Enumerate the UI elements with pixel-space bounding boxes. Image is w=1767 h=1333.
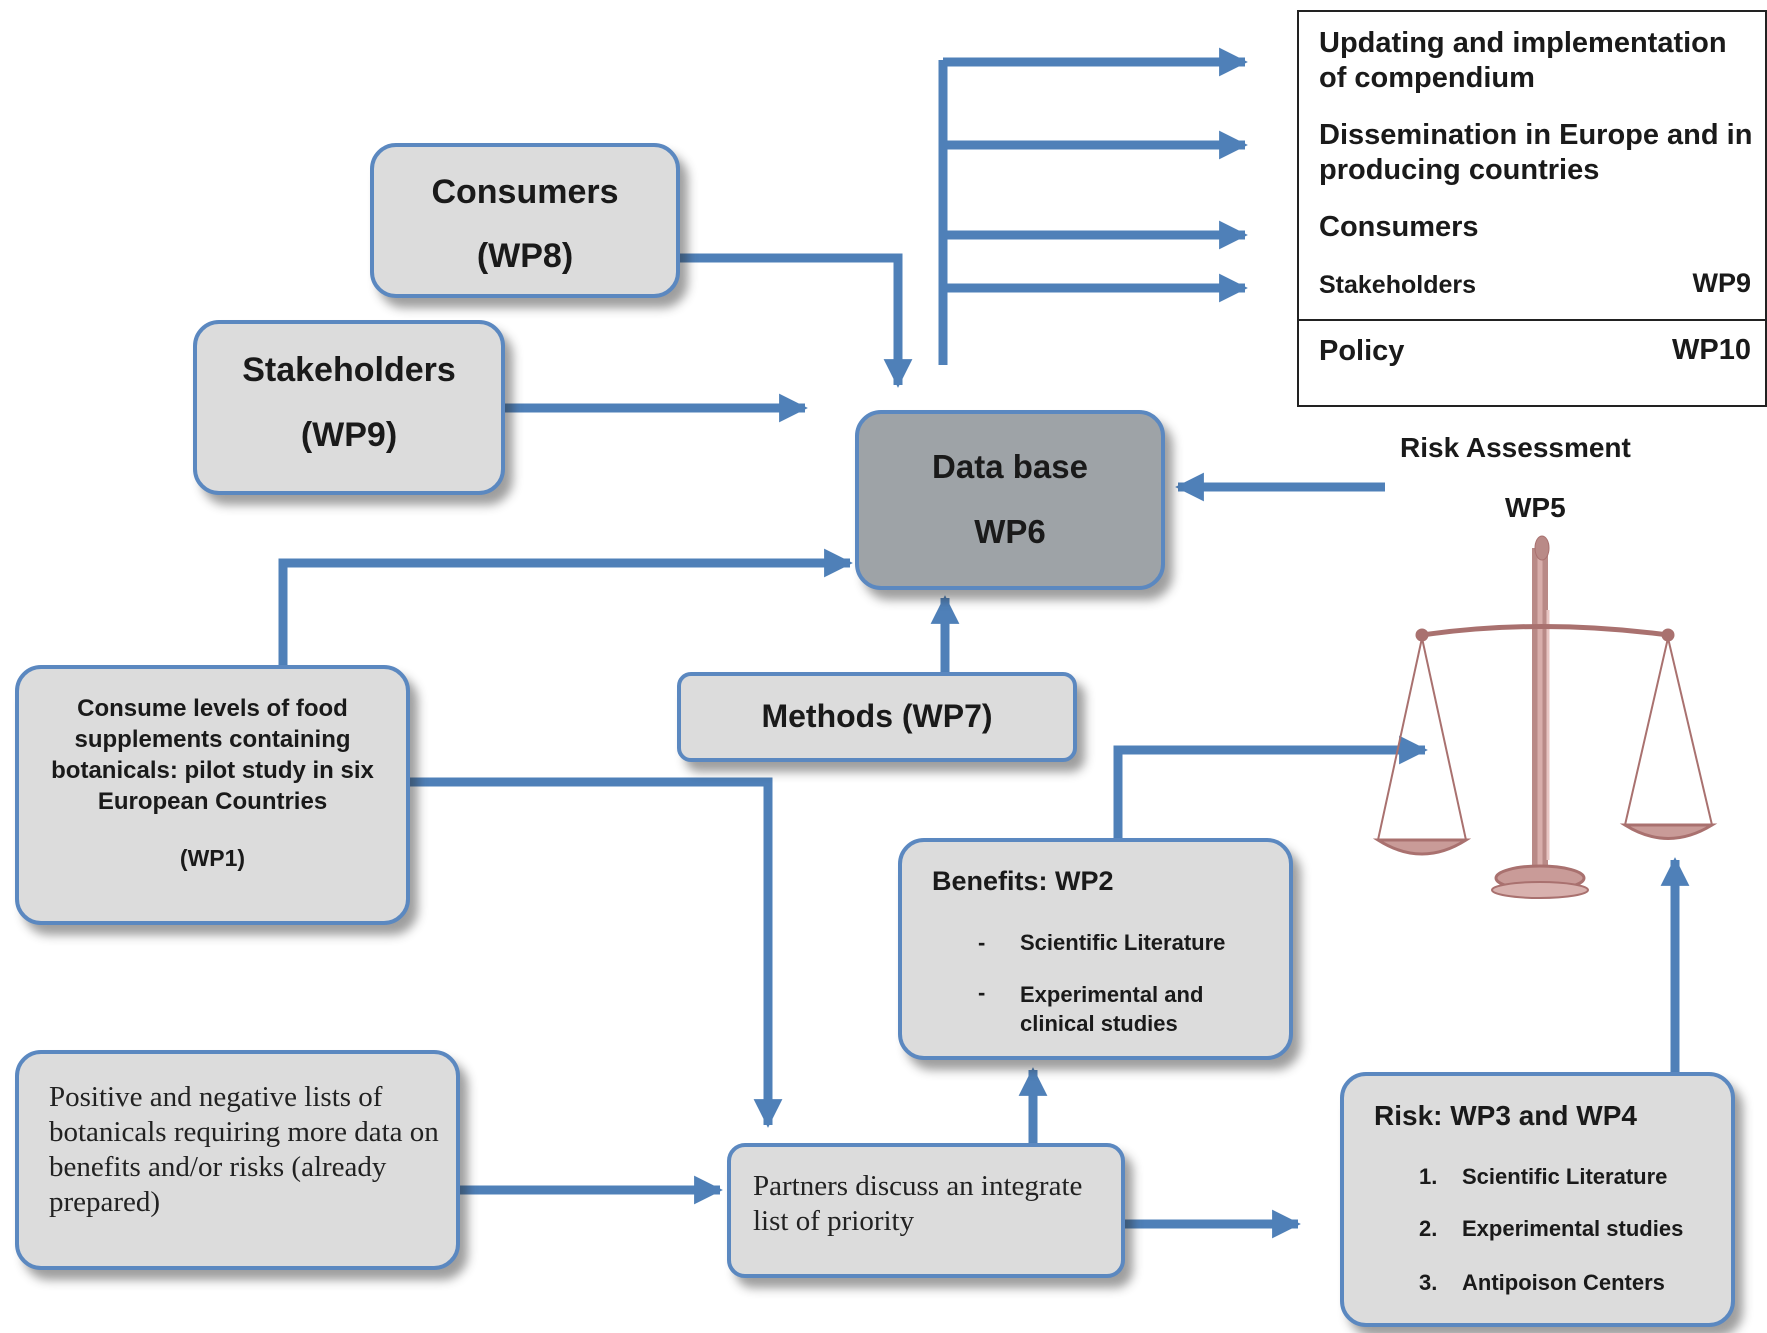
risk-title: Risk: WP3 and WP4 xyxy=(1374,1100,1637,1131)
database-box: Data base WP6 xyxy=(855,410,1165,590)
risk-item-2: Experimental studies xyxy=(1462,1216,1684,1241)
consume-levels-text: Consume levels of food supplements conta… xyxy=(51,695,374,815)
output-policy-wp: WP10 xyxy=(1672,334,1751,366)
benefits-item-1: Scientific Literature xyxy=(1020,930,1226,955)
outputs-panel: Updating and implementation of compendiu… xyxy=(1297,10,1767,407)
consume-levels-wp: (WP1) xyxy=(179,845,246,871)
methods-box: Methods (WP7) xyxy=(677,672,1077,762)
consume-levels-box: Consume levels of food supplements conta… xyxy=(15,665,410,925)
benefits-item-2: Experimental and clinical studies xyxy=(1020,982,1204,1036)
benefits-bullet-1: - xyxy=(978,930,986,955)
stakeholders-box: Stakeholders (WP9) xyxy=(193,320,505,495)
risk-number-1: 1. xyxy=(1419,1164,1438,1189)
output-consumers: Consumers xyxy=(1319,211,1479,243)
consumers-wp: (WP8) xyxy=(476,237,574,275)
stakeholders-wp: (WP9) xyxy=(300,416,398,454)
consumers-box: Consumers (WP8) xyxy=(370,143,680,298)
database-title: Data base xyxy=(932,448,1088,485)
stakeholders-title: Stakeholders xyxy=(242,351,456,389)
output-stakeholders-wp: WP9 xyxy=(1692,268,1751,298)
arrow-benefits-to-scale xyxy=(1113,735,1428,838)
methods-title: Methods (WP7) xyxy=(761,698,993,734)
arrow-wp1-to-db xyxy=(278,548,853,665)
positive-negative-lists-text: Positive and negative lists of botanical… xyxy=(49,1081,439,1218)
risk-assessment-wp: WP5 xyxy=(1505,492,1566,523)
database-wp: WP6 xyxy=(974,513,1046,550)
risk-box: Risk: WP3 and WP4 1. Scientific Literatu… xyxy=(1340,1072,1735,1327)
risk-number-3: 3. xyxy=(1419,1270,1438,1295)
arrow-wp1-to-partners xyxy=(410,777,783,1128)
risk-number-2: 2. xyxy=(1419,1216,1438,1241)
balance-scale-icon xyxy=(1372,535,1718,899)
consumers-title: Consumers xyxy=(431,173,619,211)
benefits-bullet-2: - xyxy=(978,980,986,1005)
output-policy: Policy xyxy=(1319,335,1405,367)
arrow-consumers-to-db xyxy=(680,253,913,388)
partners-text: Partners discuss an integrate list of pr… xyxy=(753,1170,1083,1237)
output-dissemination: Dissemination in Europe and in producing… xyxy=(1319,119,1753,186)
risk-item-3: Antipoison Centers xyxy=(1462,1270,1665,1295)
benefits-box: Benefits: WP2 - Scientific Literature - … xyxy=(898,838,1293,1060)
risk-assessment-label: Risk Assessment xyxy=(1400,432,1631,463)
output-divider xyxy=(1299,319,1765,321)
benefits-title: Benefits: WP2 xyxy=(932,866,1114,896)
risk-item-1: Scientific Literature xyxy=(1462,1164,1668,1189)
positive-negative-lists-box: Positive and negative lists of botanical… xyxy=(15,1050,460,1270)
output-stakeholders: Stakeholders xyxy=(1319,271,1477,299)
output-compendium: Updating and implementation of compendiu… xyxy=(1319,27,1727,94)
partners-box: Partners discuss an integrate list of pr… xyxy=(727,1143,1125,1278)
